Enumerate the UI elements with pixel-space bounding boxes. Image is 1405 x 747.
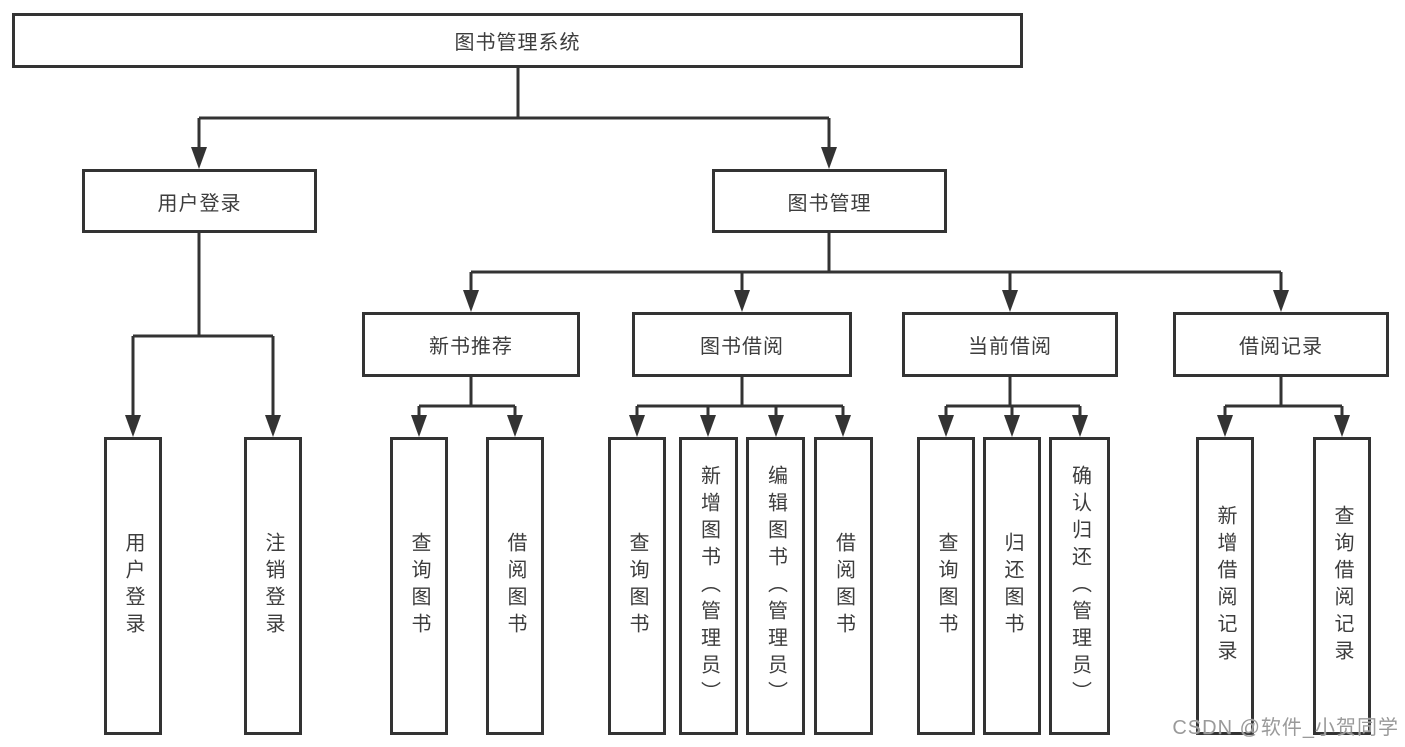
node-user-login: 用户登录 [82, 169, 317, 233]
leaf-label: 确认归还（管理员） [1068, 464, 1091, 708]
arrowhead [463, 290, 479, 312]
leaf-label: 新增借阅记录 [1214, 505, 1236, 667]
leaf-label: 用户登录 [122, 532, 144, 640]
arrowhead [938, 415, 954, 437]
node-new-book-recommend: 新书推荐 [362, 312, 580, 377]
arrowhead [1273, 290, 1289, 312]
leaf-label: 查询图书 [626, 532, 648, 640]
arrowhead [265, 415, 281, 437]
arrowhead [191, 147, 207, 169]
arrowhead [1334, 415, 1350, 437]
arrowhead [411, 415, 427, 437]
node-current-borrow: 当前借阅 [902, 312, 1118, 377]
node-borrow-records: 借阅记录 [1173, 312, 1389, 377]
node-leaf-cb-confirm-return-admin: 确认归还（管理员） [1049, 437, 1110, 735]
node-leaf-bb-add-books-admin: 新增图书（管理员） [679, 437, 738, 735]
node-leaf-nb-borrow-books: 借阅图书 [486, 437, 544, 735]
arrowhead [700, 415, 716, 437]
leaf-label: 借阅图书 [832, 532, 855, 640]
arrowhead [1004, 415, 1020, 437]
leaf-label: 编辑图书（管理员） [764, 464, 787, 708]
arrowhead [821, 147, 837, 169]
arrowhead [835, 415, 851, 437]
node-leaf-cb-query-books: 查询图书 [917, 437, 975, 735]
node-book-borrow: 图书借阅 [632, 312, 852, 377]
arrowhead [1072, 415, 1088, 437]
arrowhead [629, 415, 645, 437]
leaf-label: 注销登录 [262, 532, 284, 640]
node-book-management: 图书管理 [712, 169, 947, 233]
node-leaf-bb-edit-books-admin: 编辑图书（管理员） [746, 437, 805, 735]
node-leaf-bb-query-books: 查询图书 [608, 437, 666, 735]
leaf-label: 新增图书（管理员） [697, 464, 720, 708]
node-leaf-cb-return-books: 归还图书 [983, 437, 1041, 735]
node-leaf-nb-query-books: 查询图书 [390, 437, 448, 735]
arrowhead [507, 415, 523, 437]
arrowhead [125, 415, 141, 437]
arrowhead [734, 290, 750, 312]
node-leaf-bb-borrow-books: 借阅图书 [814, 437, 873, 735]
arrowhead [1002, 290, 1018, 312]
arrowhead [1217, 415, 1233, 437]
node-leaf-logout: 注销登录 [244, 437, 302, 735]
leaf-label: 借阅图书 [504, 532, 526, 640]
leaf-label: 查询借阅记录 [1331, 505, 1353, 667]
node-leaf-br-add-record: 新增借阅记录 [1196, 437, 1254, 735]
watermark: CSDN @软件_小贺同学 [1172, 717, 1399, 739]
leaf-label: 归还图书 [1001, 532, 1023, 640]
arrowhead [768, 415, 784, 437]
node-leaf-user-login: 用户登录 [104, 437, 162, 735]
node-root-system: 图书管理系统 [12, 13, 1023, 68]
node-leaf-br-query-record: 查询借阅记录 [1313, 437, 1371, 735]
leaf-label: 查询图书 [408, 532, 430, 640]
leaf-label: 查询图书 [935, 532, 957, 640]
